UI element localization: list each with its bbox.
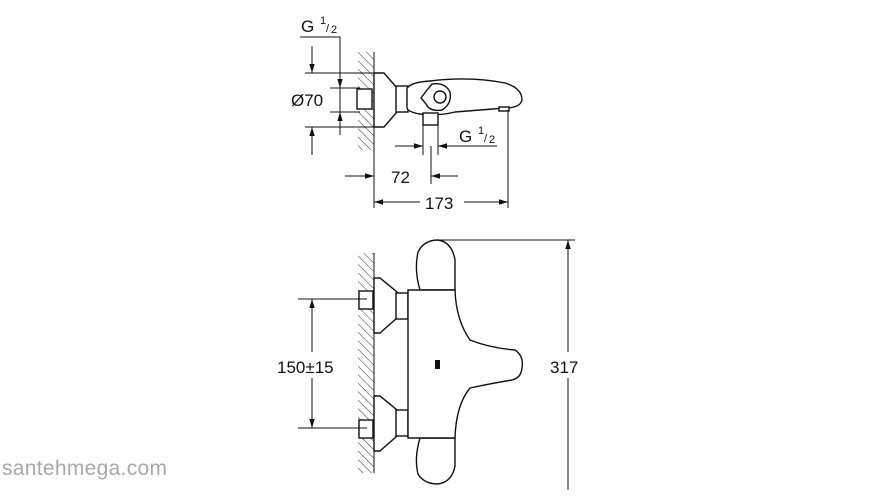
inlet-top [358, 290, 374, 310]
handle-cap [433, 90, 447, 104]
inlet-connector [356, 88, 373, 110]
inlet-bottom [358, 419, 374, 439]
bottom-handle [415, 437, 456, 485]
thread-slash: / [484, 133, 488, 145]
thermostat-body [407, 289, 524, 439]
thread-slash: / [326, 23, 330, 35]
outlet-offset-label: 72 [391, 168, 410, 187]
outlet-thread-label: G [459, 127, 472, 146]
height-label: 317 [550, 358, 578, 377]
rosette-diameter-label: Ø70 [291, 91, 323, 110]
inlet-thread-leader [300, 36, 341, 135]
wall-hatch [358, 253, 374, 473]
top-handle [415, 239, 456, 291]
nut-bottom [395, 409, 409, 437]
outlet-connector [422, 112, 439, 126]
inlet-spacing-label: 150±15 [277, 358, 334, 377]
thread-sup: 1 [320, 15, 326, 27]
rosette-top [373, 277, 398, 334]
front-view: 150±15 317 [277, 239, 578, 490]
thread-sup: 1 [478, 125, 484, 137]
watermark: santehmega.com [2, 457, 168, 480]
depth-label: 173 [425, 194, 453, 213]
inlet-thread-label: G [301, 17, 314, 36]
nut-top [395, 292, 409, 320]
rosette-bottom [373, 395, 398, 452]
rosette [373, 72, 398, 128]
thread-sub: 2 [331, 24, 337, 36]
thread-sub: 2 [489, 134, 495, 146]
top-view: G 1 / 2 Ø70 G 1 / 2 72 173 [291, 15, 523, 213]
hex-nut [395, 85, 409, 113]
indicator-mark [435, 360, 440, 369]
spout-aerator [498, 106, 510, 112]
